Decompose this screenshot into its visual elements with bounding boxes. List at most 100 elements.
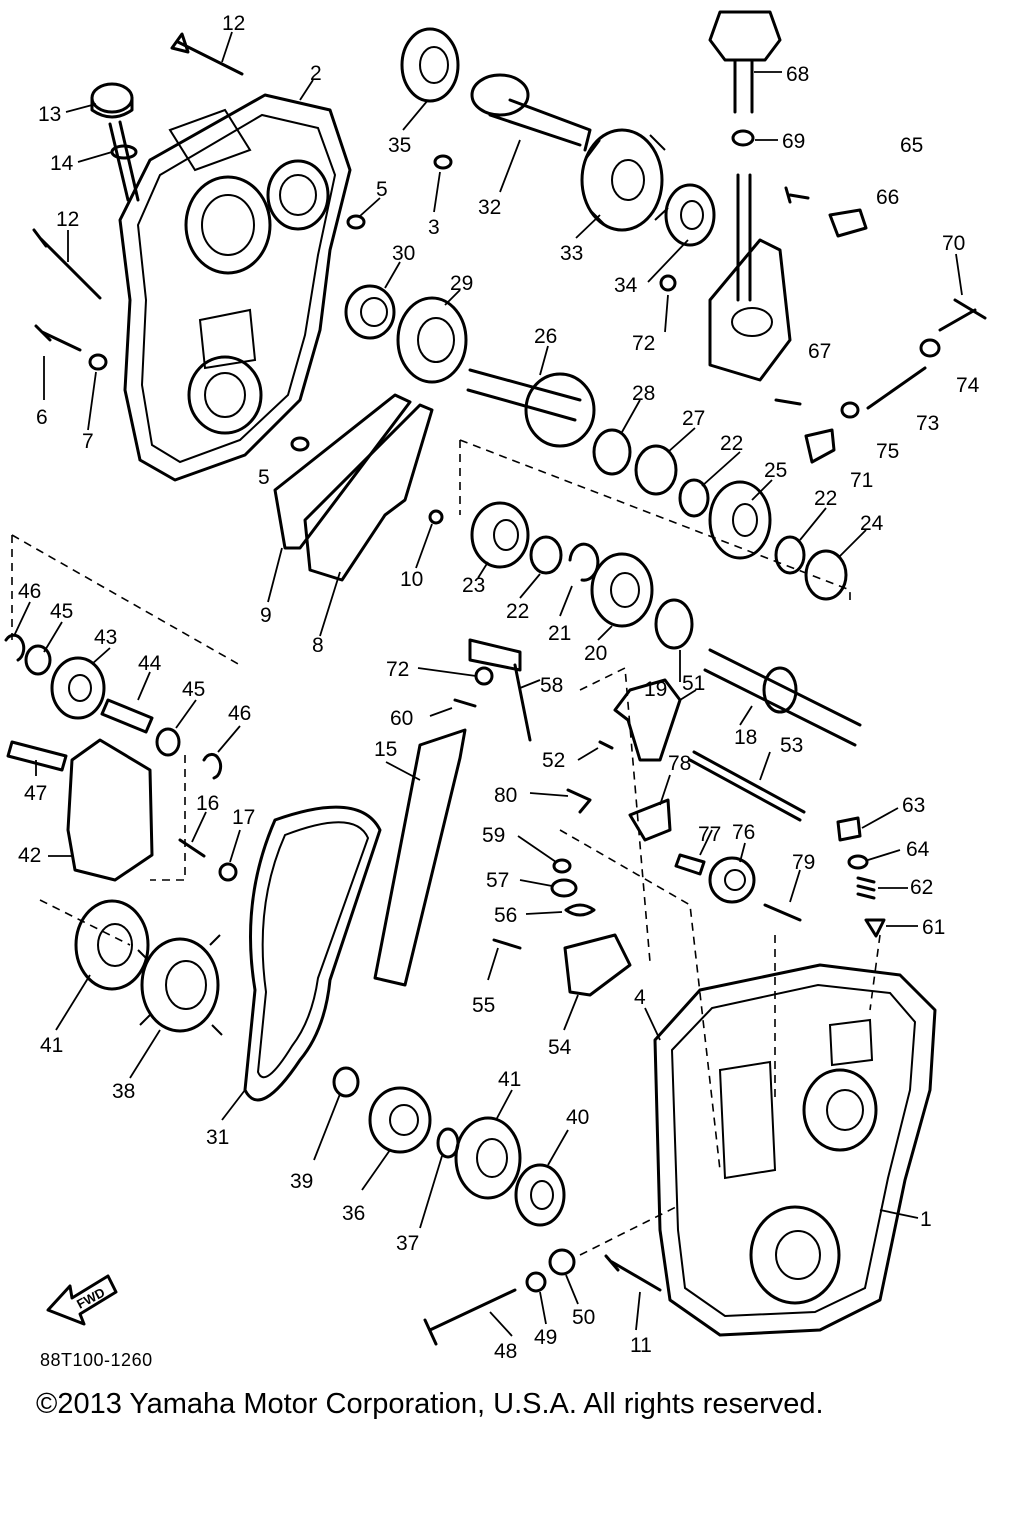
callout: 72 (632, 332, 655, 355)
detent-lever-54 (563, 933, 632, 997)
callout: 80 (494, 784, 517, 807)
assembly-line-sprocket (39, 899, 131, 946)
callout: 41 (40, 1034, 63, 1057)
bolt-79 (763, 903, 802, 922)
bearing-35 (400, 27, 460, 103)
callout: 63 (902, 794, 925, 817)
callout: 55 (472, 994, 495, 1017)
callout: 57 (486, 869, 509, 892)
callout: 34 (614, 274, 638, 297)
oil-seal-19 (654, 598, 694, 650)
callout: 14 (50, 152, 74, 175)
callout: 23 (462, 574, 485, 597)
callout: 10 (400, 568, 423, 591)
callout: 79 (792, 851, 815, 874)
bearing-29 (396, 296, 468, 384)
nut-72-upper (659, 274, 677, 292)
callout: 74 (956, 374, 980, 397)
rod-end-71 (804, 428, 836, 464)
callout: 46 (18, 580, 41, 603)
shaft-32 (470, 73, 592, 152)
sprocket-38 (137, 934, 223, 1036)
callout: 2 (310, 62, 322, 85)
copyright-notice: ©2013 Yamaha Motor Corporation, U.S.A. A… (36, 1388, 824, 1420)
nut-74 (919, 338, 941, 358)
callouts: 12 2 13 14 12 6 7 5 35 5 3 30 29 32 33 3… (18, 12, 980, 1363)
washer-45-b (155, 727, 181, 757)
callout: 41 (498, 1068, 521, 1091)
dog-clutch-25 (708, 480, 772, 560)
callout: 19 (644, 678, 667, 701)
rod-end-70 (938, 298, 987, 332)
callout: 44 (138, 652, 162, 675)
fork-rod-53 (688, 750, 806, 822)
callout: 65 (900, 134, 923, 157)
chain-guide-15 (373, 728, 467, 987)
callout: 17 (232, 806, 255, 829)
callout: 50 (572, 1306, 595, 1329)
callout: 33 (560, 242, 583, 265)
callout: 45 (50, 600, 73, 623)
bolt-11 (604, 1254, 662, 1292)
gearcase-cover-left (118, 93, 352, 482)
bolt-lower (34, 324, 82, 352)
shift-fork-51 (613, 678, 682, 762)
callout: 22 (506, 600, 529, 623)
plug-63 (836, 816, 862, 842)
washer-22-a (678, 478, 710, 518)
washer-50 (548, 1248, 576, 1276)
callout: 39 (290, 1170, 313, 1193)
filler-plug (90, 82, 140, 202)
callout: 75 (876, 440, 899, 463)
rod-73 (866, 366, 927, 410)
callout: 45 (182, 678, 205, 701)
bolt-48 (423, 1288, 517, 1346)
clip-66 (828, 208, 868, 238)
exploded-parts-diagram: FWD 12 2 13 14 12 6 7 5 35 5 3 30 29 32 … (4, 10, 987, 1363)
washer-22-c (529, 535, 563, 575)
tensioner-arm-42 (66, 738, 154, 882)
callout: 4 (634, 986, 646, 1009)
callout: 64 (906, 838, 930, 861)
bolt-10 (428, 509, 444, 525)
callout: 11 (630, 1334, 652, 1357)
collar-49 (525, 1271, 547, 1293)
nut-72-lower (474, 666, 494, 686)
washer-7 (88, 353, 108, 371)
callout: 38 (112, 1080, 135, 1103)
callout: 12 (56, 208, 79, 231)
callout: 3 (428, 216, 440, 239)
sprocket-36 (368, 1086, 432, 1154)
callout: 7 (82, 430, 94, 453)
callout: 56 (494, 904, 517, 927)
callout: 15 (374, 738, 397, 761)
washer-22-b (774, 535, 806, 575)
ball-61 (864, 918, 886, 938)
spring-80 (566, 788, 592, 814)
callout: 9 (260, 604, 272, 627)
shift-shaft-58 (468, 638, 532, 742)
arm-78 (628, 798, 672, 842)
callout: 5 (376, 178, 388, 201)
callout: 61 (922, 916, 945, 939)
callout: 66 (876, 186, 899, 209)
callout: 59 (482, 824, 505, 847)
diagram-part-code: 88T100-1260 (40, 1350, 153, 1370)
pin-77 (674, 853, 706, 876)
oil-seal-40 (514, 1163, 566, 1227)
bearing-43 (50, 656, 106, 720)
callout: 36 (342, 1202, 365, 1225)
callout: 52 (542, 749, 565, 772)
callout: 77 (698, 823, 721, 846)
bolt-upper (170, 32, 244, 76)
washer-39 (332, 1066, 360, 1098)
callout: 16 (196, 792, 219, 815)
leader-lines (13, 31, 963, 1337)
shift-shaft-assembly (708, 173, 792, 382)
callout: 29 (450, 272, 473, 295)
pin-44 (100, 698, 154, 734)
shift-knob (708, 10, 782, 114)
gasket-9 (273, 393, 412, 550)
callout: 18 (734, 726, 757, 749)
nut-69 (731, 129, 755, 147)
